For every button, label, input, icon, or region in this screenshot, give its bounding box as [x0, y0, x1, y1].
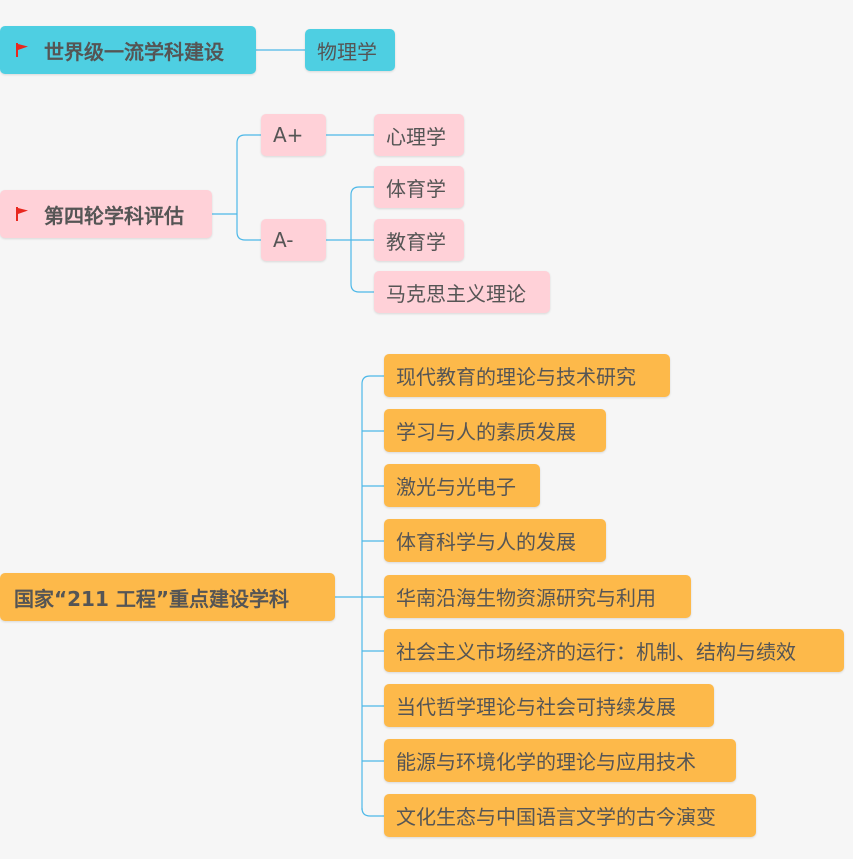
node-211-item[interactable]: 能源与环境化学的理论与应用技术 [384, 739, 736, 782]
node-label: 学习与人的素质发展 [396, 420, 576, 444]
node-211-item[interactable]: 文化生态与中国语言文学的古今演变 [384, 794, 756, 837]
node-marxism[interactable]: 马克思主义理论 [374, 271, 550, 313]
node-education[interactable]: 教育学 [374, 219, 464, 261]
node-211-item[interactable]: 体育科学与人的发展 [384, 519, 606, 562]
node-label: 社会主义市场经济的运行：机制、结构与绩效 [396, 640, 796, 664]
node-psychology[interactable]: 心理学 [374, 114, 464, 156]
node-grade-a-plus[interactable]: A+ [261, 114, 326, 156]
node-label: 物理学 [317, 39, 377, 64]
node-physics[interactable]: 物理学 [305, 29, 395, 71]
node-211-item[interactable]: 学习与人的素质发展 [384, 409, 606, 452]
node-label: A- [273, 228, 294, 252]
root-fourth-evaluation[interactable]: 第四轮学科评估 [0, 190, 212, 238]
root-world-class[interactable]: 世界级一流学科建设 [0, 26, 256, 74]
root-label: 国家“211 工程”重点建设学科 [14, 586, 289, 611]
node-211-item[interactable]: 当代哲学理论与社会可持续发展 [384, 684, 714, 727]
node-label: 心理学 [386, 124, 446, 149]
root-label: 世界级一流学科建设 [44, 39, 224, 64]
node-physical-education[interactable]: 体育学 [374, 166, 464, 208]
node-label: 能源与环境化学的理论与应用技术 [396, 750, 696, 774]
red-flag-icon [16, 207, 28, 221]
red-flag-icon [16, 43, 28, 57]
node-label: 华南沿海生物资源研究与利用 [396, 586, 656, 610]
node-211-item[interactable]: 激光与光电子 [384, 464, 540, 507]
node-label: 当代哲学理论与社会可持续发展 [396, 695, 676, 719]
root-label: 第四轮学科评估 [44, 203, 184, 228]
node-211-item[interactable]: 华南沿海生物资源研究与利用 [384, 575, 691, 618]
node-label: 激光与光电子 [396, 475, 516, 499]
root-project-211[interactable]: 国家“211 工程”重点建设学科 [0, 573, 335, 621]
node-label: 体育科学与人的发展 [396, 530, 576, 554]
node-label: A+ [273, 123, 304, 147]
node-label: 现代教育的理论与技术研究 [396, 365, 636, 389]
node-label: 体育学 [386, 176, 446, 201]
node-211-item[interactable]: 现代教育的理论与技术研究 [384, 354, 670, 397]
node-grade-a-minus[interactable]: A- [261, 219, 326, 261]
node-211-item[interactable]: 社会主义市场经济的运行：机制、结构与绩效 [384, 629, 844, 672]
node-label: 文化生态与中国语言文学的古今演变 [396, 805, 716, 829]
node-label: 教育学 [386, 229, 446, 254]
node-label: 马克思主义理论 [386, 281, 526, 306]
